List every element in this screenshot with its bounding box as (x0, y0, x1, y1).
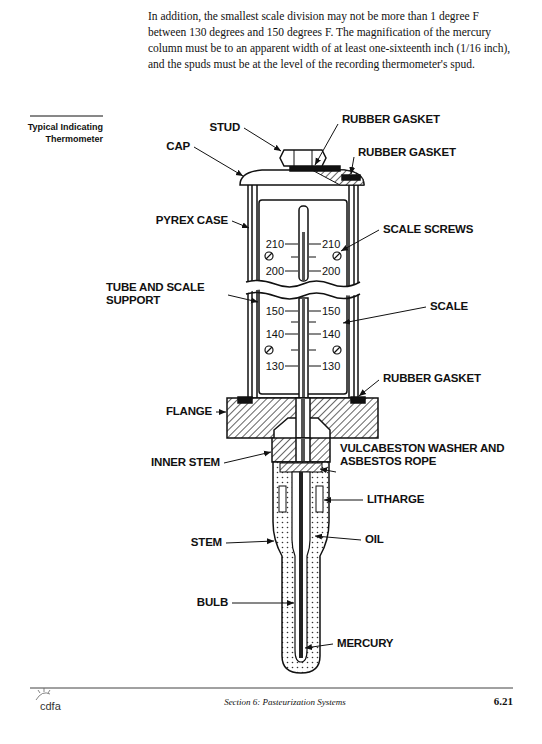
scale-number: 200 (321, 265, 341, 277)
logo-text: cdfa (40, 700, 61, 713)
part-label: TUBE AND SCALE SUPPORT (106, 281, 224, 307)
mercury (299, 472, 303, 658)
inner-stem (272, 438, 330, 462)
page-number: 6.21 (494, 695, 513, 708)
part-label: OIL (365, 533, 384, 546)
scale-number: 140 (321, 328, 341, 340)
body-text: In addition, the smallest scale division… (148, 8, 516, 72)
part-label: FLANGE (166, 405, 212, 418)
scale-number: 210 (265, 238, 285, 250)
part-label: RUBBER GASKET (342, 113, 440, 126)
bulb (292, 472, 310, 662)
cap (240, 170, 364, 185)
stem (273, 462, 329, 673)
side-heading: Typical Indicating Thermometer (23, 121, 103, 145)
logo-mark (36, 688, 50, 700)
part-label: SCALE (430, 300, 468, 313)
part-label: VULCABESTON WASHER AND ASBESTOS ROPE (340, 442, 512, 468)
part-label: PYREX CASE (156, 214, 228, 227)
heading-rule (30, 116, 103, 117)
leader-lines (194, 124, 426, 648)
part-label: MERCURY (337, 637, 393, 650)
footer-rule (30, 688, 513, 689)
part-label: STEM (191, 536, 222, 549)
part-label: CAP (166, 140, 190, 153)
part-label: RUBBER GASKET (383, 372, 481, 385)
part-label: INNER STEM (151, 456, 220, 469)
scale-number: 130 (321, 360, 341, 372)
part-label: STUD (209, 121, 240, 134)
thermometer (227, 150, 378, 673)
part-label: BULB (197, 596, 228, 609)
scale-screws (265, 252, 341, 354)
part-label: SCALE SCREWS (383, 223, 473, 236)
part-label: RUBBER GASKET (358, 146, 456, 159)
footer-text: Section 6: Pasteurization Systems (224, 696, 346, 708)
scale-number: 150 (321, 305, 341, 317)
scale-number: 200 (265, 265, 285, 277)
scale-number: 130 (265, 360, 285, 372)
scale-number: 140 (265, 328, 285, 340)
scale-number: 150 (265, 305, 285, 317)
scale-number: 210 (321, 238, 341, 250)
part-label: LITHARGE (367, 493, 424, 506)
